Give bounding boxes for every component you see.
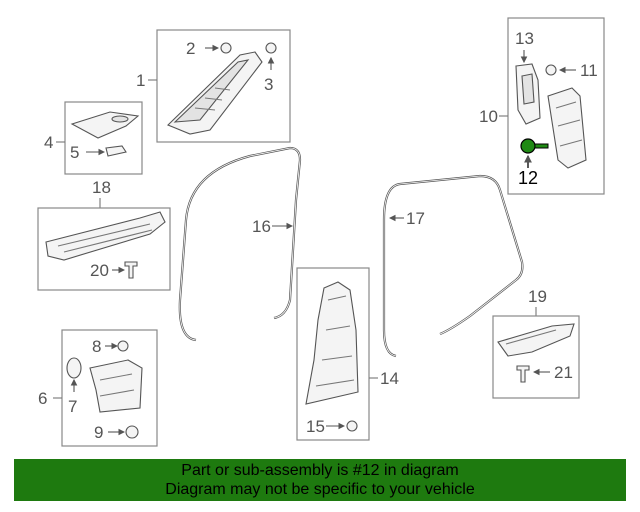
callout-11: 11: [580, 61, 598, 80]
banner-line-1: Part or sub-assembly is #12 in diagram: [181, 462, 459, 479]
part-group-18: 18 20: [37, 178, 171, 291]
clip-icon: [105, 145, 127, 157]
part-box-4: [64, 101, 143, 175]
part-group-4: 4 5: [44, 101, 143, 175]
callout-14: 14: [380, 369, 399, 388]
clip-icon: [125, 425, 139, 439]
callout-8: 8: [92, 337, 101, 356]
part-group-14: 14 15: [296, 267, 399, 441]
callout-19: 19: [528, 287, 547, 306]
callout-12: 12: [518, 168, 538, 188]
callout-7: 7: [68, 397, 77, 416]
part-group-10: 10 13 11 12: [479, 17, 605, 195]
callout-10: 10: [479, 107, 498, 126]
callout-5: 5: [70, 143, 79, 162]
banner-line-2: Diagram may not be specific to your vehi…: [165, 481, 475, 498]
side-cover-part: [89, 359, 143, 413]
screw-icon: [516, 365, 530, 383]
screw-icon: [124, 261, 138, 279]
callout-20: 20: [90, 261, 109, 280]
callout-15: 15: [306, 417, 325, 436]
scuff-plate-part: [45, 211, 166, 261]
weatherstrip-17: 17: [382, 174, 524, 358]
clip-icon: [265, 42, 277, 54]
scuff-plate-part: [497, 323, 575, 357]
callout-6: 6: [38, 389, 47, 408]
info-banner: Part or sub-assembly is #12 in diagram D…: [14, 459, 626, 501]
callout-18: 18: [92, 178, 111, 197]
cap-icon: [66, 357, 82, 379]
callout-13: 13: [515, 29, 534, 48]
callout-4: 4: [44, 133, 53, 152]
clip-icon: [220, 42, 232, 54]
center-pillar-trim-part: [305, 281, 359, 405]
clip-icon: [545, 64, 557, 76]
clip-icon: [117, 340, 129, 352]
highlighted-part-12: 12: [518, 138, 549, 188]
callout-16: 16: [252, 217, 271, 236]
callout-21: 21: [554, 363, 573, 382]
part-group-19: 19 21: [492, 287, 580, 399]
callout-17: 17: [406, 209, 425, 228]
part-group-6: 6 8 7 9: [38, 329, 158, 447]
clip-icon: [346, 420, 358, 432]
callout-9: 9: [94, 423, 103, 442]
callout-2: 2: [186, 39, 195, 58]
clip-icon: [520, 138, 536, 154]
part-group-1: 1 2 3: [136, 29, 291, 143]
weatherstrip-16: 16: [178, 146, 302, 342]
callout-3: 3: [264, 75, 273, 94]
callout-1: 1: [136, 71, 145, 90]
